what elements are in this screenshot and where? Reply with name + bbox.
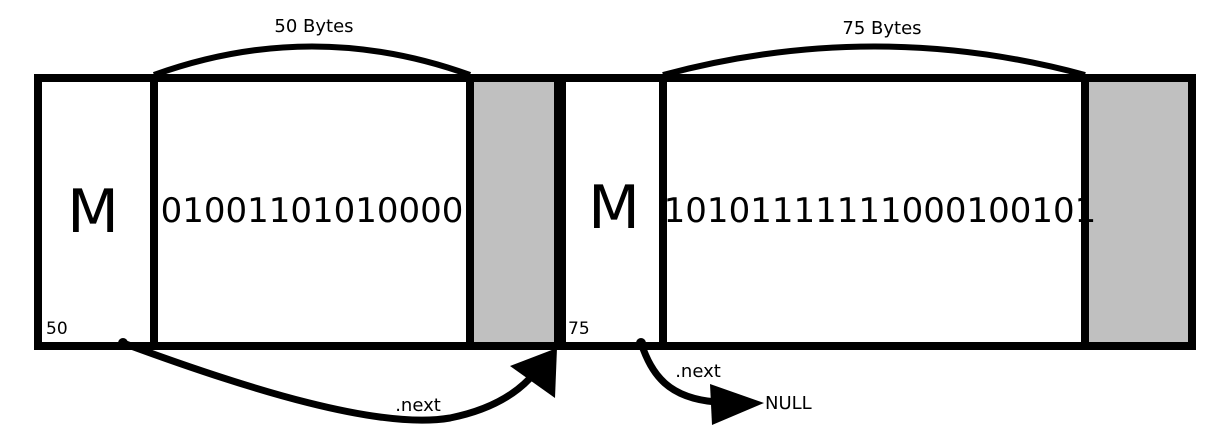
- block-2-header-marker: M: [588, 173, 640, 243]
- block-1-bytes-arc: [152, 43, 472, 78]
- next-link-2-arrow: [637, 339, 720, 406]
- null-label: NULL: [765, 393, 812, 414]
- block-2-size-label: 75: [568, 319, 590, 339]
- block-2-bytes-arc: [662, 43, 1086, 78]
- next-link-1: .next: [118, 338, 557, 424]
- next-link-2-arrowhead: [710, 384, 764, 425]
- memory-block-1: M 50 01001101010000 50 Bytes: [34, 16, 562, 350]
- block-2-padding: [1085, 78, 1192, 346]
- block-1-size-label: 50: [46, 319, 68, 339]
- memory-block-2: M 75 10101111111000100101 75 Bytes: [558, 18, 1196, 350]
- block-1-payload-bits: 01001101010000: [161, 191, 464, 231]
- next-link-2-label: .next: [675, 361, 721, 382]
- block-2-bytes-label: 75 Bytes: [842, 18, 921, 39]
- next-link-1-label: .next: [395, 395, 441, 416]
- block-1-header-marker: M: [67, 177, 119, 247]
- next-link-1-arrow: [119, 339, 536, 424]
- block-2-payload-bits: 10101111111000100101: [664, 191, 1097, 231]
- next-link-1-arrowhead: [510, 348, 557, 398]
- block-1-padding: [470, 78, 558, 346]
- next-link-2: .next NULL: [636, 338, 812, 425]
- block-1-bytes-label: 50 Bytes: [274, 16, 353, 37]
- block-2-outline: [558, 74, 1196, 350]
